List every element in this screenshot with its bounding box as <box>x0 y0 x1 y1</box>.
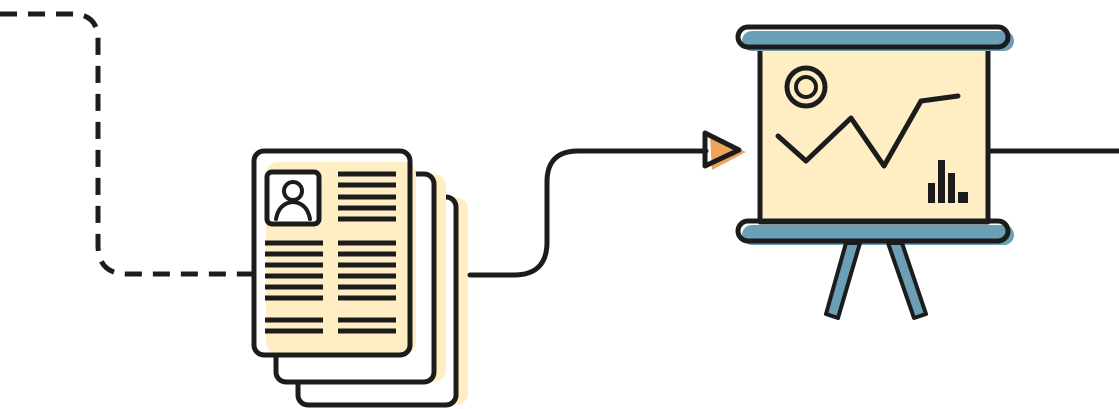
resume-text-lines <box>265 171 396 334</box>
arrow-head-icon <box>702 130 746 170</box>
user-silhouette-icon <box>274 180 312 221</box>
board-top-roller <box>735 24 1011 50</box>
resume-stack-icon <box>251 148 468 408</box>
line-chart-icon <box>775 93 961 169</box>
bar-chart-icon <box>928 160 968 203</box>
dashed-connector <box>0 11 256 277</box>
resume-sheet-front <box>251 148 413 358</box>
solid-connector <box>467 148 709 278</box>
presentation-board-icon <box>735 24 1014 320</box>
board-bottom-roller <box>735 218 1011 244</box>
board-legs <box>824 241 928 320</box>
circle-target-icon <box>784 65 828 109</box>
